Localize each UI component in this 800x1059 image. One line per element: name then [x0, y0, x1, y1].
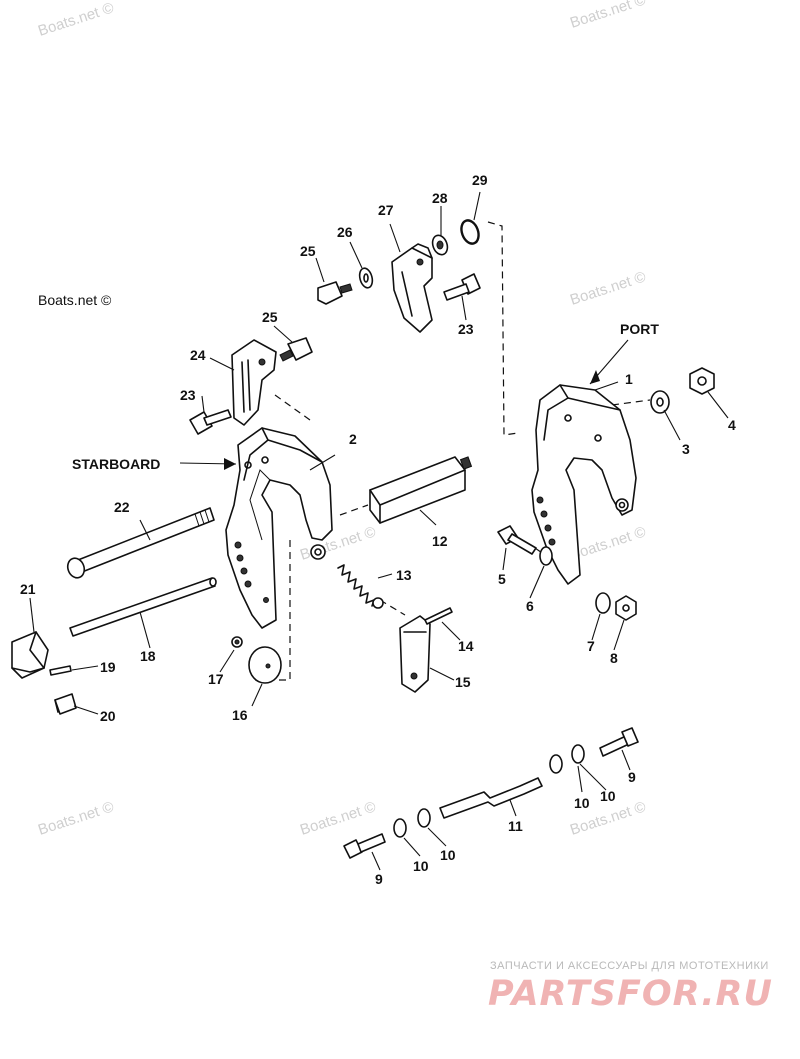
washer-10-right-a — [571, 744, 585, 764]
callout-8: 8 — [610, 650, 618, 666]
callout-17: 17 — [208, 671, 224, 687]
rod — [69, 577, 217, 637]
bolt-5 — [497, 525, 537, 555]
watermark: Boats.net © — [568, 0, 648, 32]
handle-cap — [11, 631, 49, 679]
callout-4: 4 — [728, 417, 736, 433]
watermark: Boats.net © — [568, 268, 648, 308]
disc — [248, 646, 282, 684]
callout-11: 11 — [508, 818, 523, 834]
callout-16: 16 — [232, 707, 248, 723]
callout-6: 6 — [526, 598, 534, 614]
callout-18: 18 — [140, 648, 156, 664]
callout-28: 28 — [432, 190, 448, 206]
callout-29: 29 — [472, 172, 488, 188]
port-bracket — [531, 384, 637, 585]
callout-26: 26 — [337, 224, 353, 240]
footer-logo: PARTSFOR.RU — [488, 974, 773, 1014]
washer-7 — [595, 592, 611, 614]
callout-14: 14 — [458, 638, 474, 654]
washer-26 — [358, 267, 374, 289]
callout-10-right-b: 10 — [600, 788, 616, 804]
lever — [399, 615, 431, 693]
washer-6 — [539, 546, 553, 566]
callout-7: 7 — [587, 638, 595, 654]
watermark: Boats.net © — [36, 798, 116, 838]
callout-5: 5 — [498, 571, 506, 587]
shaft-11 — [439, 777, 543, 819]
callout-9-left: 9 — [375, 871, 383, 887]
bolt-9-right — [599, 727, 639, 757]
nut-4 — [689, 367, 715, 395]
callout-2: 2 — [349, 431, 357, 447]
pin-19 — [49, 665, 72, 676]
watermark: Boats.net © — [36, 0, 116, 40]
pin-14 — [424, 607, 453, 625]
plate-24 — [231, 339, 277, 426]
watermark: Boats.net © — [298, 798, 378, 838]
callout-19: 19 — [100, 659, 116, 675]
callout-23-upper: 23 — [458, 321, 474, 337]
watermark: Boats.net © — [568, 523, 648, 563]
snap-ring-29 — [460, 219, 480, 245]
washer-10-left-a — [417, 808, 431, 828]
washer-10-left-b — [393, 818, 407, 838]
knob-25-lower — [279, 337, 313, 362]
callout-layer: 1 2 3 4 5 6 7 8 9 9 10 10 10 10 11 12 13… — [20, 172, 736, 887]
callout-20: 20 — [100, 708, 116, 724]
washer-3 — [650, 390, 670, 414]
spring — [337, 564, 384, 609]
callout-12: 12 — [432, 533, 448, 549]
callout-10-left-b: 10 — [440, 847, 456, 863]
washer-28 — [431, 234, 449, 256]
callout-24: 24 — [190, 347, 206, 363]
callout-10-left-a: 10 — [413, 858, 429, 874]
watermark: Boats.net © — [38, 292, 112, 308]
nut-8 — [615, 595, 637, 621]
starboard-arrow-icon — [224, 458, 236, 470]
callout-3: 3 — [682, 441, 690, 457]
callout-22: 22 — [114, 499, 130, 515]
knob-25-upper — [317, 281, 353, 305]
nut-17 — [231, 636, 243, 648]
bolt-9-left — [343, 833, 386, 859]
callout-25-lower: 25 — [262, 309, 278, 325]
footer-tagline: ЗАПЧАСТИ И АКСЕССУАРЫ ДЛЯ МОТОТЕХНИКИ — [490, 960, 769, 972]
starboard-bracket — [225, 427, 333, 629]
port-arrow-icon — [590, 370, 600, 384]
callout-23-lower: 23 — [180, 387, 196, 403]
callout-15: 15 — [455, 674, 471, 690]
long-bolt — [66, 507, 215, 579]
callout-1: 1 — [625, 371, 633, 387]
bolt-23-lower — [189, 409, 232, 435]
port-label: PORT — [620, 321, 659, 337]
lever-plate-27 — [391, 243, 433, 333]
callout-25-upper: 25 — [300, 243, 316, 259]
callout-21: 21 — [20, 581, 36, 597]
clip-20 — [54, 693, 77, 715]
callout-10-right-a: 10 — [574, 795, 590, 811]
callout-13: 13 — [396, 567, 412, 583]
clamp-pad — [369, 456, 473, 524]
washer-10-right-b — [549, 754, 563, 774]
callout-27: 27 — [378, 202, 394, 218]
bolt-23-upper — [443, 273, 481, 301]
starboard-label: STARBOARD — [72, 456, 160, 472]
callout-9-right: 9 — [628, 769, 636, 785]
